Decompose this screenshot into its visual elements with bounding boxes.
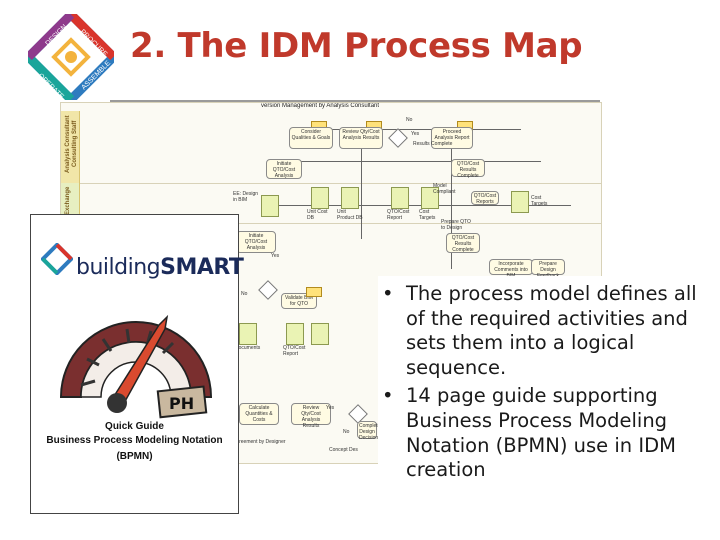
- bullet-list: • The process model defines all of the re…: [378, 276, 713, 522]
- map-header: version Management by Analysis Consultan…: [261, 103, 380, 109]
- gateway-diamond: [258, 280, 278, 300]
- doc-label: Documents: [235, 345, 261, 351]
- bullet-text: 14 page guide supporting Business Proces…: [406, 384, 676, 482]
- node-complete-design: Complete Design Decisions: [357, 421, 381, 441]
- label-no-2: No: [241, 291, 248, 297]
- idm-logo: DESIGN PROCURE OPERATE ASSEMBLE: [28, 14, 114, 100]
- node-review-results: Review Qty/Cost Analysis Results: [339, 127, 383, 149]
- node-results-complete: QTO/Cost Results Complete: [451, 159, 485, 179]
- doc-icon: [261, 195, 279, 217]
- gauge-label: PH: [169, 394, 194, 413]
- label-prepare-qto: Prepare QTO to Design: [441, 219, 471, 231]
- lane-label-3: Exchange: [65, 186, 71, 215]
- label-design-bim: EE: Design in BIM: [233, 191, 259, 203]
- flow-line: [361, 129, 362, 239]
- label-no-3: No: [343, 429, 350, 435]
- flow-line: [301, 161, 541, 162]
- label-model-compliant: Model Compliant: [433, 183, 456, 195]
- doc-label: Cost Targets: [531, 195, 548, 207]
- node-results-complete-2: QTO/Cost Results Complete: [446, 233, 480, 253]
- doc-label: Unit Product DB: [337, 209, 363, 221]
- lane-analysis: [79, 111, 601, 184]
- node-calc-quantities: Calculate Quantities & Costs: [239, 403, 279, 425]
- speedometer-gauge-icon: PH: [59, 314, 213, 419]
- bullet-text: The process model defines all of the req…: [406, 282, 697, 379]
- lane-exchange: [79, 183, 601, 224]
- node-initiate-qto-2: Initiate QTO/Cost Analysis: [236, 231, 276, 253]
- node-consider-goals: Consider Qualities & Goals: [289, 127, 333, 149]
- doc-label: Unit Cost DB: [307, 209, 328, 221]
- node-proceed-report: Proceed Analysis Report: [431, 127, 473, 149]
- node-prepare-feedback: Prepare Design Feedback: [531, 259, 565, 279]
- buildingsmart-wordmark: buildingSMART: [76, 255, 244, 280]
- node-incorporate: Incorporate Comments into BIM: [489, 259, 533, 279]
- node-validate-bim: Validate BIM for QTO: [281, 293, 317, 309]
- label-yes: Yes: [411, 131, 420, 137]
- doc-cost-targets: [421, 187, 439, 209]
- label-yes-3: Yes: [326, 405, 335, 411]
- slide-title: 2. The IDM Process Map: [130, 26, 583, 66]
- brand-pre: building: [76, 255, 161, 280]
- map-footer-left: Agreement by Designer: [233, 439, 286, 445]
- node-initiate-qto: Initiate QTO/Cost Analysis: [266, 159, 302, 179]
- title-rule: [110, 100, 600, 102]
- doc-unit-product: [341, 187, 359, 209]
- doc-label: QTO/Cost Report: [283, 345, 306, 357]
- bullet-marker: •: [382, 282, 394, 305]
- node-qto-reports: QTO/Cost Reports: [471, 191, 499, 205]
- doc-label: Cost Targets: [419, 209, 436, 221]
- cover-line-2: Business Process Modeling Notation: [46, 435, 223, 446]
- node-review-results-2: Review Qty/Cost Analysis Results: [291, 403, 331, 429]
- brand-post: SMART: [160, 255, 244, 280]
- doc-cost-targets-2: [511, 191, 529, 213]
- bullet-item: • 14 page guide supporting Business Proce…: [378, 384, 713, 482]
- bpmn-guide-cover: buildingSMART PH Quick Guide Business Pr…: [30, 214, 244, 514]
- doc-icon: [239, 323, 257, 345]
- doc-label: QTO/Cost Report: [387, 209, 410, 221]
- label-yes-2: Yes: [271, 253, 280, 259]
- lane-head-exchange: [61, 183, 80, 223]
- doc-icon: [286, 323, 304, 345]
- flag-marker: [306, 287, 322, 297]
- bullet-marker: •: [382, 384, 394, 408]
- label-no: No: [406, 117, 413, 123]
- cover-line-1: Quick Guide: [105, 421, 164, 432]
- bullet-item: • The process model defines all of the re…: [378, 282, 713, 380]
- doc-unit-cost: [311, 187, 329, 209]
- cover-line-3: (BPMN): [116, 451, 153, 462]
- flow-line: [301, 129, 521, 130]
- flow-line: [451, 129, 452, 269]
- buildingsmart-logo-icon: [41, 243, 73, 275]
- map-footer-right: Concept Des: [329, 447, 358, 453]
- lane-head-analysis: [61, 111, 80, 183]
- logo-word-4: ASSEMBLE: [80, 60, 112, 92]
- lane-label-2: Consulting Staff: [72, 120, 78, 167]
- label-results-complete: Results Complete: [413, 141, 453, 147]
- lane-label-1: Analysis Consultant: [65, 115, 71, 173]
- doc-qto-report: [391, 187, 409, 209]
- doc-icon: [311, 323, 329, 345]
